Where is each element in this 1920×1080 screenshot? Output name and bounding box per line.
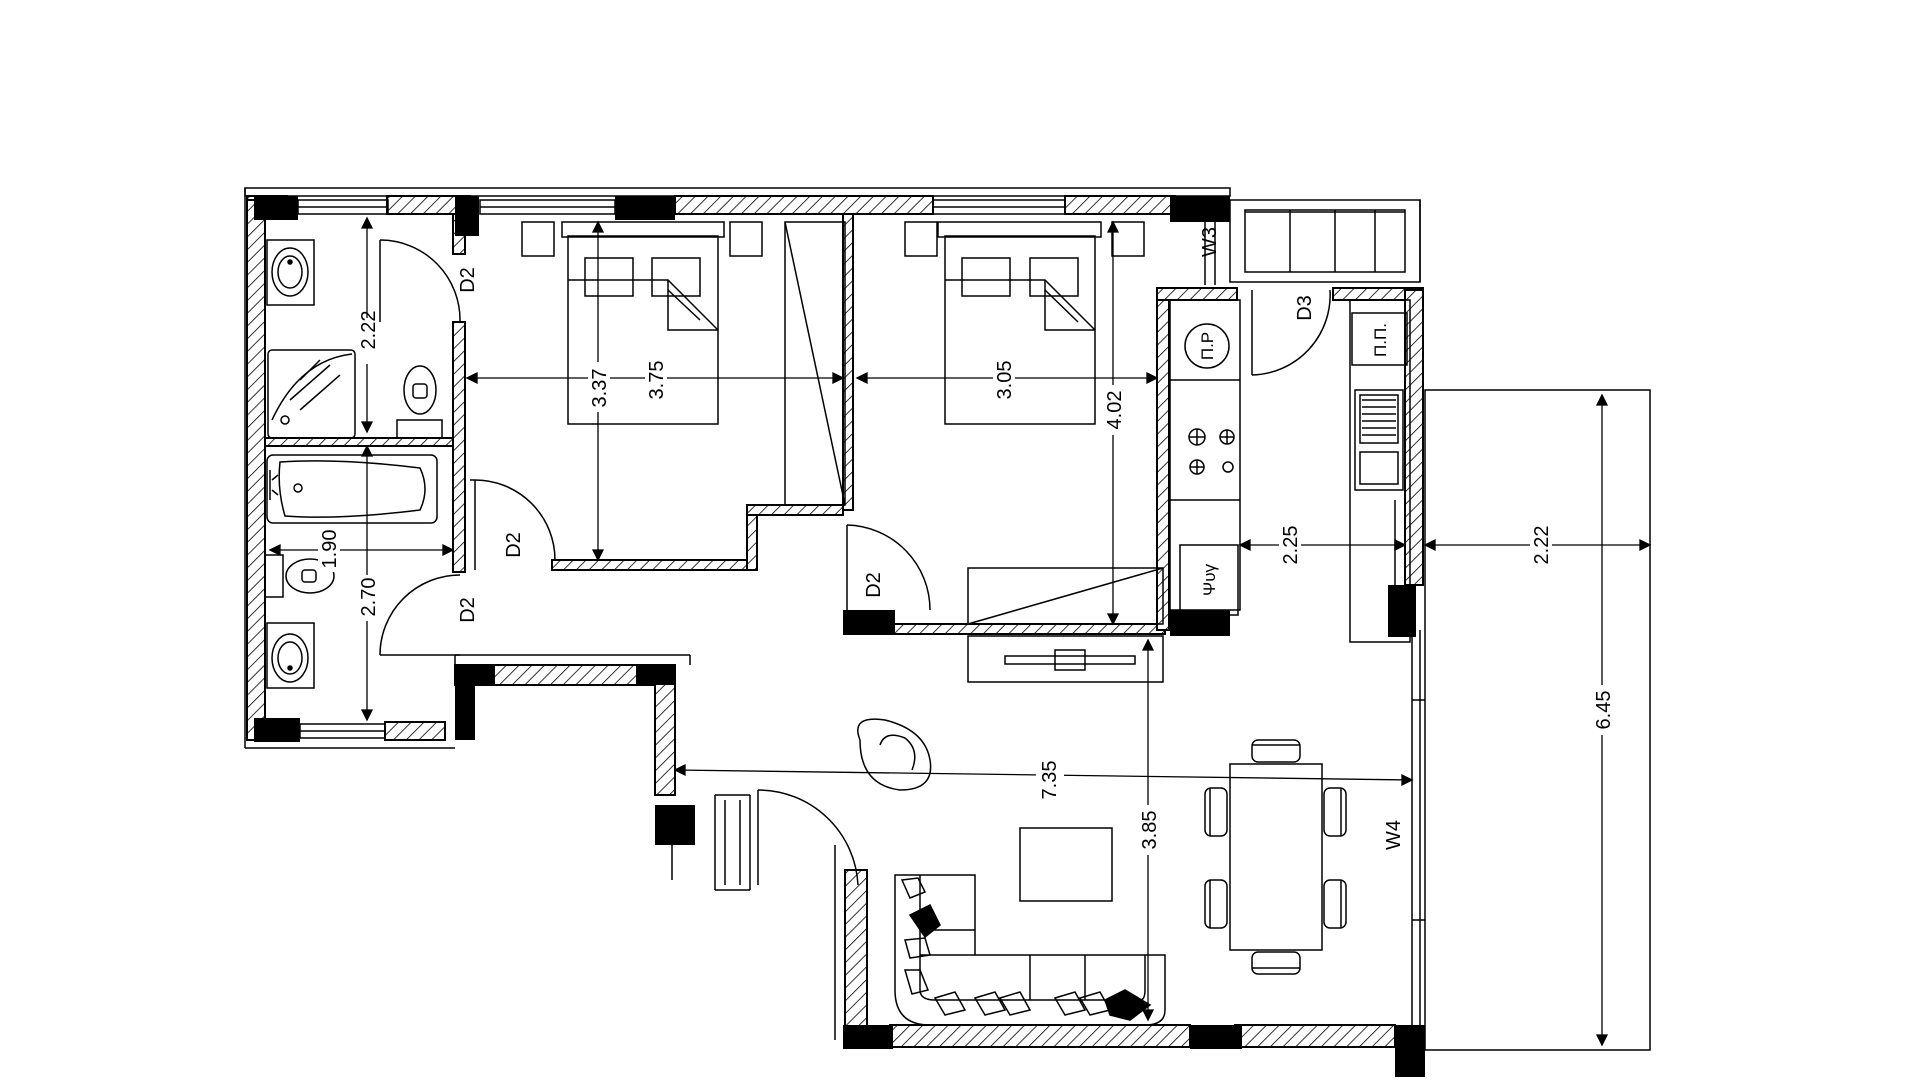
tv-unit	[967, 635, 1164, 683]
black-cushion	[1104, 989, 1152, 1021]
opening-labels: D2 D2 D2 D2 D3 W3 W4	[457, 227, 1405, 850]
wardrobe-2	[967, 567, 1164, 625]
label-door-bath-upper: D2	[457, 267, 479, 293]
wall-top-bed2	[1064, 195, 1176, 215]
dim-text-backgrounds	[318, 318, 1614, 855]
column	[636, 665, 676, 685]
shower	[267, 349, 356, 439]
black-cushion	[908, 903, 941, 939]
door-swing-bed1	[474, 479, 556, 561]
dim-kitchen-width: 2.25	[1280, 526, 1302, 565]
dim-bed2-width: 3.05	[994, 361, 1016, 400]
dim-bed1-depth: 3.37	[589, 369, 611, 408]
column	[615, 196, 675, 220]
door-swing-bath-lower	[379, 574, 461, 656]
wall-bed1-step-top	[746, 504, 844, 516]
wall-bed1-right	[842, 213, 854, 511]
column	[843, 1025, 893, 1049]
wall-top-bed1	[674, 195, 934, 215]
dim-balcony-length: 6.45	[1593, 691, 1615, 730]
wall-living-bottom-right	[1234, 1024, 1396, 1048]
wall-bed2-bottom	[889, 623, 1166, 635]
door-swing-entrance	[757, 789, 859, 886]
doors	[379, 239, 1331, 886]
windows	[297, 199, 1425, 921]
column	[455, 665, 475, 740]
stove	[1188, 428, 1235, 475]
dining-table	[1229, 763, 1323, 951]
wall-bath-divide	[264, 437, 454, 447]
door-swing-kitchen	[1251, 289, 1331, 376]
kitchen-sink	[1354, 389, 1404, 491]
wall-left-bath	[246, 199, 266, 741]
label-door-bath-lower: D2	[457, 597, 479, 623]
column	[254, 718, 300, 742]
column	[655, 805, 695, 845]
fridge	[1179, 544, 1239, 616]
kitchen-counter-left	[1169, 299, 1241, 611]
nightstand	[904, 221, 938, 257]
label-door-bed2: D2	[863, 572, 885, 598]
label-door-bed1: D2	[503, 532, 525, 558]
dim-bath-upper: 2.22	[358, 311, 380, 350]
label-window-w3: W3	[1199, 227, 1221, 257]
dim-bath-lower: 2.70	[358, 578, 380, 617]
dim-living-depth: 3.85	[1139, 811, 1161, 850]
bedroom1-furniture	[521, 221, 846, 506]
dining-chairs	[1204, 739, 1347, 975]
column	[1388, 585, 1416, 637]
wall-bath-bottom	[384, 721, 446, 741]
kitchen-fixtures	[1169, 299, 1411, 643]
label-pantry: П.П.	[1371, 323, 1390, 357]
dimension-texts: 2.22 2.70 1.90 3.75 3.37 3.05 4.02 2.25 …	[319, 311, 1615, 850]
fixture-labels: П.Р П.П. Ψυγ	[1198, 323, 1390, 596]
label-window-w4: W4	[1383, 820, 1405, 850]
column	[455, 196, 479, 236]
column	[843, 610, 895, 635]
nightstand	[1111, 221, 1145, 257]
label-door-kitchen: D3	[1294, 295, 1316, 321]
door-swing-bed2	[846, 524, 931, 611]
wall-bed1-bottom	[551, 559, 748, 571]
toilet-upper	[396, 419, 443, 439]
wall-kitchen-top	[1156, 287, 1238, 301]
wall-living-left	[844, 869, 868, 1031]
wardrobe-1	[784, 221, 846, 506]
nightstand	[521, 221, 555, 257]
coffee-table	[1019, 827, 1113, 902]
sink-upper	[266, 239, 315, 306]
column	[254, 196, 298, 220]
outline-lines	[244, 187, 1651, 1070]
sofa	[894, 874, 1166, 1026]
toilet-lower	[264, 554, 284, 598]
sink-lower	[266, 622, 315, 689]
column	[1190, 1025, 1242, 1049]
dim-bed2-depth: 4.02	[1104, 391, 1126, 430]
dim-balcony-width: 2.22	[1531, 526, 1553, 565]
label-fridge: Ψυγ	[1200, 564, 1219, 596]
bathroom-fixtures	[264, 239, 443, 689]
wall-bath-partition	[452, 321, 466, 573]
columns	[254, 196, 1425, 1077]
kitchen-counter-right	[1349, 299, 1411, 643]
dim-bed1-width: 3.75	[646, 361, 668, 400]
dim-living-width: 7.35	[1039, 761, 1061, 800]
cushions	[900, 877, 1112, 1016]
boiler	[1184, 323, 1230, 369]
label-boiler: П.Р	[1198, 332, 1217, 360]
living-furniture	[857, 718, 1347, 1026]
door-swing-bath-upper	[379, 239, 461, 323]
wall-living-bottom	[889, 1024, 1191, 1048]
nightstand	[729, 221, 763, 257]
walls	[246, 195, 1424, 1048]
dim-bath-tub: 1.90	[319, 530, 341, 569]
bedroom2-furniture	[904, 221, 1164, 683]
column	[1170, 610, 1230, 636]
dimension-lines	[268, 216, 1652, 1047]
column	[1170, 196, 1230, 222]
armchair	[857, 718, 932, 791]
bathtub	[266, 454, 438, 524]
